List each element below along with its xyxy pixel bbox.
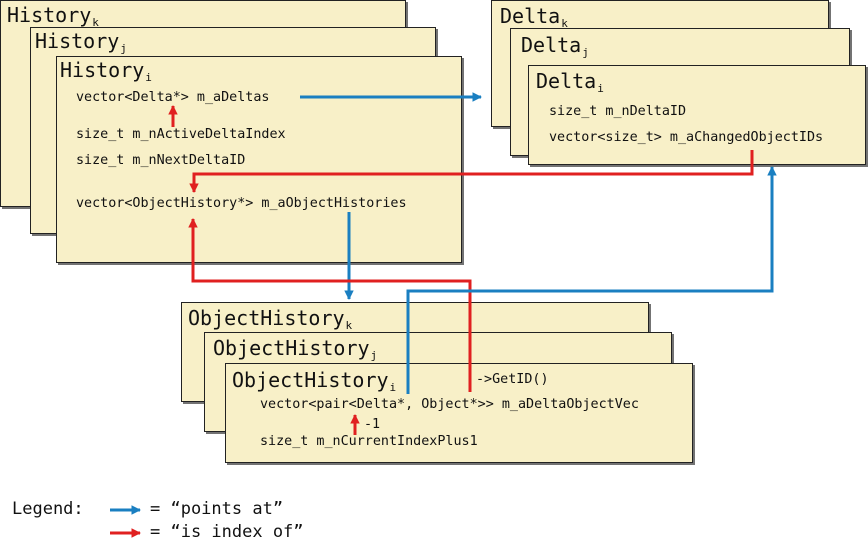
object-history-k-title: ObjectHistoryk <box>188 306 353 332</box>
history-i-title: Historyi <box>60 58 152 84</box>
annotation-getid: ->GetID() <box>476 372 549 387</box>
field-m-nactivedeltaindex: size_t m_nActiveDeltaIndex <box>76 127 286 142</box>
delta-i-title: Deltai <box>536 69 604 95</box>
field-m-achangedobjectids: vector<size_t> m_aChangedObjectIDs <box>549 130 824 145</box>
legend-label: Legend: <box>12 499 84 519</box>
field-m-adeltas: vector<Delta*> m_aDeltas <box>76 90 270 105</box>
delta-j-title: Deltaj <box>521 33 589 59</box>
delta-i-card: Deltai <box>528 65 866 165</box>
delta-k-title: Deltak <box>500 4 568 30</box>
legend-points-at: = “points at” <box>150 499 284 519</box>
annotation-minus-one: -1 <box>364 417 381 432</box>
history-k-title: Historyk <box>7 3 99 29</box>
history-j-title: Historyj <box>35 29 127 55</box>
legend-is-index-of: = “is index of” <box>150 522 304 542</box>
field-m-ncurrentindexplus1: size_t m_nCurrentIndexPlus1 <box>260 434 478 449</box>
field-m-aobjecthistories: vector<ObjectHistory*> m_aObjectHistorie… <box>76 196 407 211</box>
object-history-j-title: ObjectHistoryj <box>213 336 378 362</box>
field-m-adeltaobjectvec: vector<pair<Delta*, Object*>> m_aDeltaOb… <box>260 397 639 412</box>
field-m-ndeltaid: size_t m_nDeltaID <box>549 104 687 119</box>
field-m-nnextdeltaid: size_t m_nNextDeltaID <box>76 153 246 168</box>
object-history-i-title: ObjectHistoryi <box>232 368 397 394</box>
